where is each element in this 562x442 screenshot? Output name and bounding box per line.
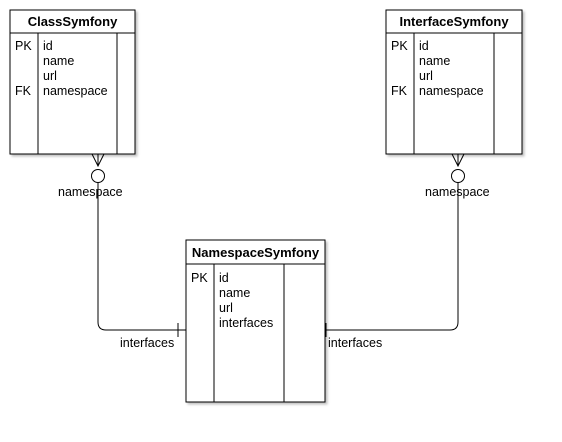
table-interface-symfony[interactable]: InterfaceSymfony PK id name url FK names… xyxy=(385,9,523,155)
field-key: PK xyxy=(191,271,208,285)
field-name: namespace xyxy=(419,84,484,98)
relation-label-interface-interfaces: interfaces xyxy=(328,336,382,350)
table-title: InterfaceSymfony xyxy=(399,14,509,29)
field-name: id xyxy=(219,271,229,285)
field-name: name xyxy=(43,54,74,68)
zero-circle-icon xyxy=(451,169,465,183)
field-name: id xyxy=(43,39,53,53)
field-key: FK xyxy=(15,84,32,98)
field-key: FK xyxy=(391,84,408,98)
crow-foot-many-icon xyxy=(91,153,105,168)
table-namespace-symfony[interactable]: NamespaceSymfony PK id name url interfac… xyxy=(185,239,326,403)
field-name: url xyxy=(219,301,233,315)
connector-line xyxy=(325,183,459,331)
table-title: ClassSymfony xyxy=(28,14,118,29)
field-name: name xyxy=(219,286,250,300)
field-name: name xyxy=(419,54,450,68)
field-name: namespace xyxy=(43,84,108,98)
field-name: interfaces xyxy=(219,316,273,330)
field-key: PK xyxy=(391,39,408,53)
connector-line xyxy=(97,183,186,331)
field-name: url xyxy=(419,69,433,83)
relation-interface-namespace xyxy=(325,153,465,337)
zero-circle-icon xyxy=(91,169,105,183)
crow-foot-many-icon xyxy=(451,153,465,168)
field-key: PK xyxy=(15,39,32,53)
field-name: id xyxy=(419,39,429,53)
relation-label-class-namespace: namespace xyxy=(58,185,123,199)
relation-class-namespace xyxy=(91,153,186,337)
field-name: url xyxy=(43,69,57,83)
table-class-symfony[interactable]: ClassSymfony PK id name url FK namespace xyxy=(9,9,136,155)
table-title: NamespaceSymfony xyxy=(192,245,320,260)
relation-label-interface-namespace: namespace xyxy=(425,185,490,199)
relation-label-class-interfaces: interfaces xyxy=(120,336,174,350)
